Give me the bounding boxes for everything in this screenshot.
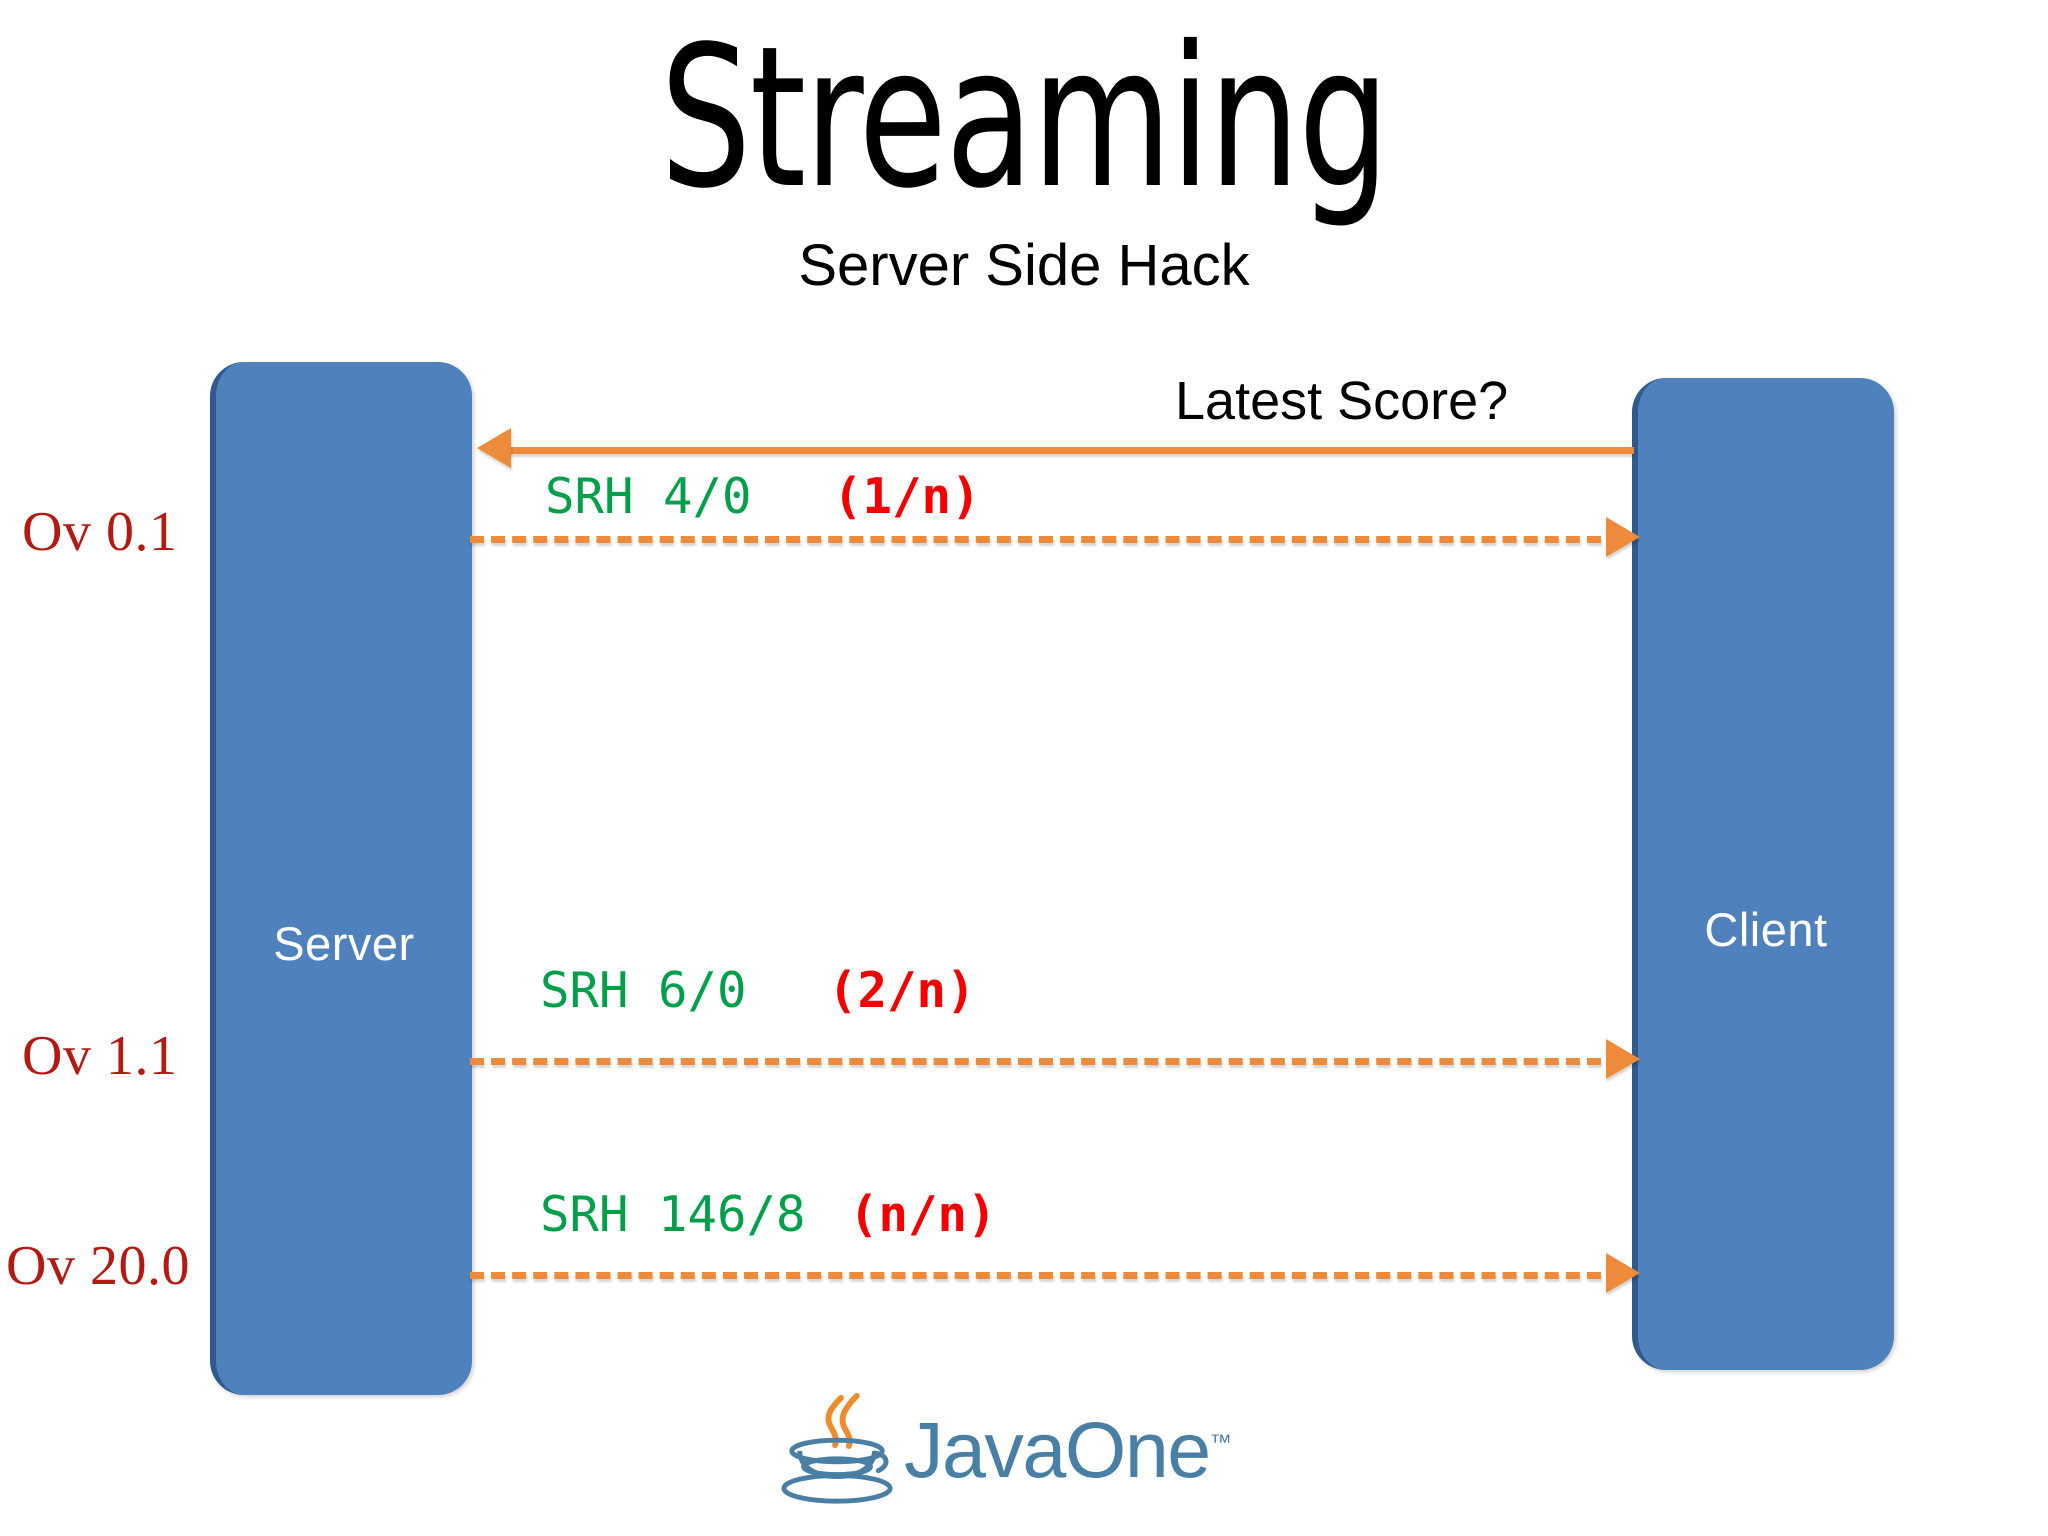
response-message-label-2: SRH 6/0 (2/n) (540, 962, 976, 1019)
javaone-wordmark-text: JavaOne (904, 1404, 1211, 1494)
over-label-1: Ov 1.1 (22, 1025, 178, 1087)
response-arrow-line-2 (470, 1058, 1622, 1065)
response-arrowhead-right-icon-2 (1606, 1039, 1640, 1079)
participant-client[interactable]: Client (1632, 378, 1894, 1370)
request-message-label: Latest Score? (1175, 371, 1509, 431)
participant-server-label: Server (273, 917, 415, 970)
javaone-logo: JavaOne™ (780, 1390, 1270, 1508)
participant-client-label: Client (1704, 902, 1828, 956)
response-counter-1: (1/n) (833, 468, 981, 525)
response-arrow-line-3 (470, 1272, 1622, 1279)
response-counter-2: (2/n) (828, 962, 976, 1019)
response-score-2: SRH 6/0 (540, 962, 747, 1019)
response-arrowhead-right-icon-3 (1606, 1253, 1640, 1293)
request-arrowhead-left-icon (477, 428, 511, 468)
response-score-1: SRH 4/0 (545, 468, 752, 525)
page-title: Streaming (660, 4, 1390, 231)
trademark-symbol: ™ (1209, 1429, 1232, 1455)
response-arrowhead-right-icon-1 (1606, 517, 1640, 557)
response-arrow-line-1 (470, 536, 1622, 543)
request-arrow-line (508, 447, 1634, 454)
page-subtitle: Server Side Hack (798, 233, 1250, 298)
over-label-2: Ov 20.0 (6, 1235, 190, 1297)
javaone-wordmark: JavaOne™ (904, 1410, 1232, 1489)
over-label-0: Ov 0.1 (22, 501, 178, 563)
response-counter-3: (n/n) (849, 1186, 997, 1243)
response-message-label-3: SRH 146/8 (n/n) (540, 1186, 997, 1243)
java-coffee-cup-icon (781, 1393, 893, 1504)
response-message-label-1: SRH 4/0 (1/n) (545, 468, 981, 525)
response-score-3: SRH 146/8 (540, 1186, 806, 1243)
participant-server[interactable]: Server (210, 362, 472, 1395)
